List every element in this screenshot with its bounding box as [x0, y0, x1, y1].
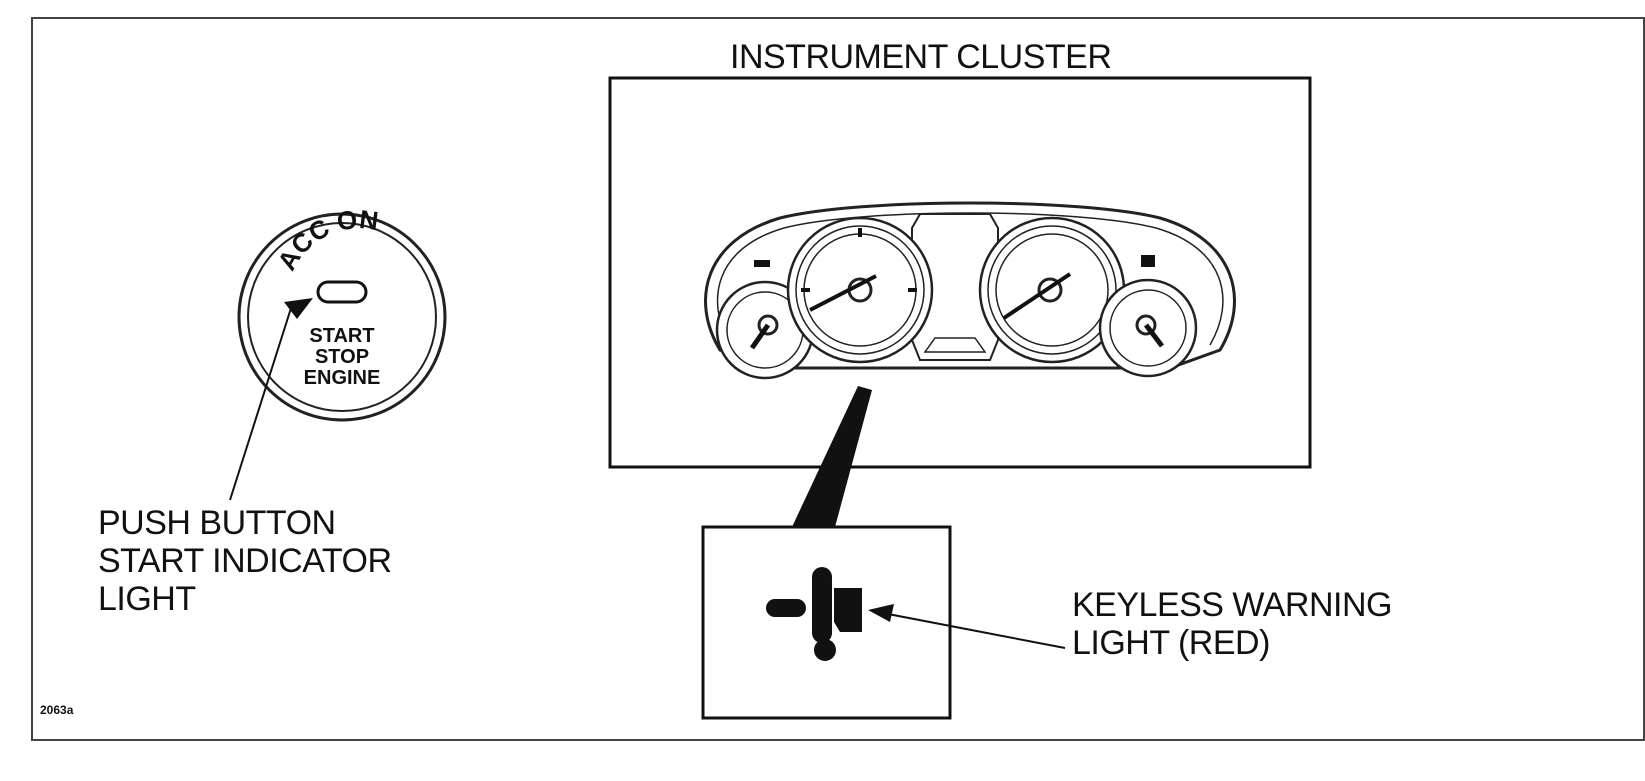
keyless-warning-callout: KEYLESS WARNING LIGHT (RED) [1072, 586, 1392, 663]
instrument-cluster [704, 201, 1236, 380]
figure-id: 2063a [40, 703, 74, 717]
push-button-center-text: START STOP ENGINE [292, 326, 392, 389]
instrument-cluster-title: INSTRUMENT CLUSTER [730, 38, 1112, 76]
stop-word: STOP [314, 346, 370, 368]
start-word: START [309, 325, 375, 347]
right-small-gauge [1098, 255, 1198, 378]
engine-word: ENGINE [303, 367, 381, 389]
push-button-indicator-callout: PUSH BUTTON START INDICATOR LIGHT [98, 504, 392, 619]
left-large-gauge [786, 216, 934, 364]
keyless-warning-leader [868, 604, 1066, 649]
zoom-wedge [792, 386, 872, 527]
push-button-start-switch: ACC ON [237, 204, 447, 422]
figure-frame [31, 17, 1645, 741]
push-button-leader [229, 298, 313, 501]
keyless-warning-icon [766, 567, 862, 661]
push-button-indicator-lamp [316, 280, 368, 304]
